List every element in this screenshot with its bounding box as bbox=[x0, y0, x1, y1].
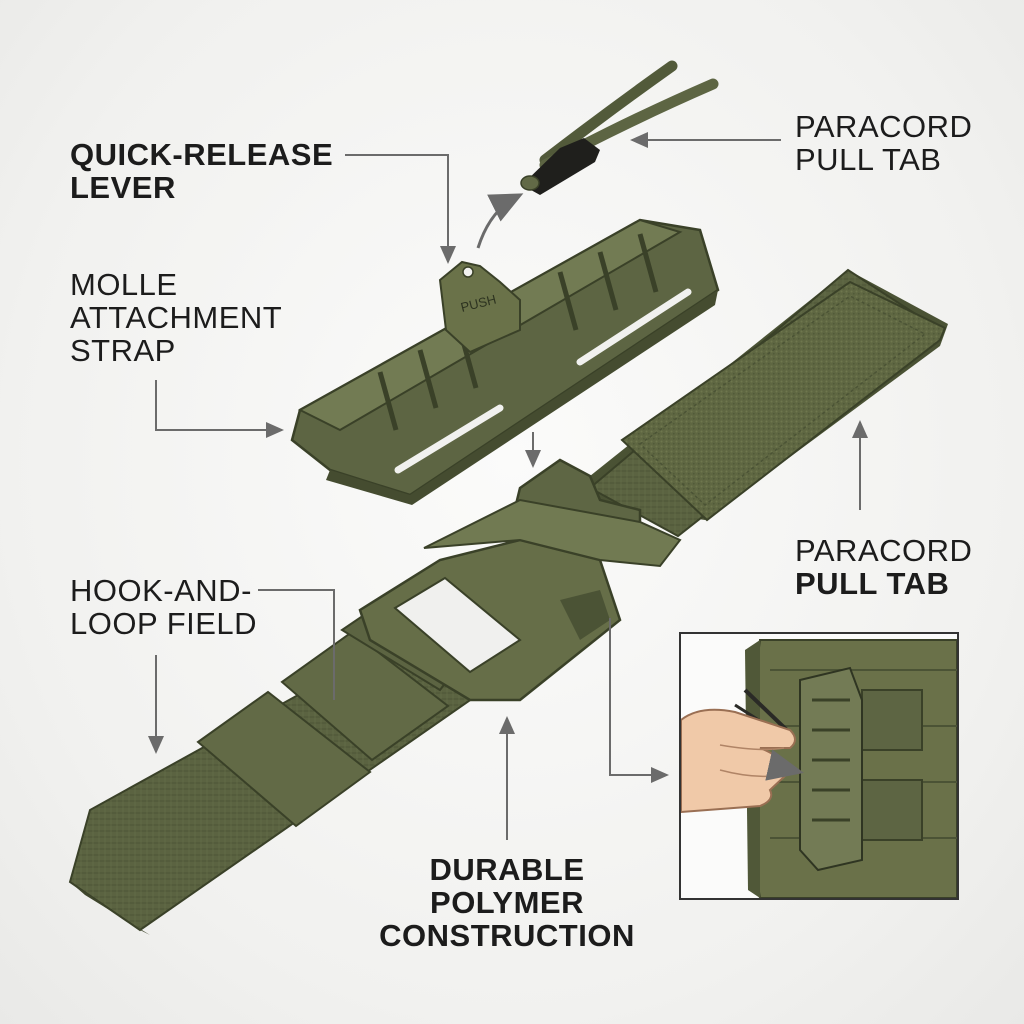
paracord-pull-tab bbox=[520, 60, 719, 195]
label-molle-attachment-strap: MOLLE ATTACHMENT STRAP bbox=[70, 268, 282, 367]
label-line: LOOP FIELD bbox=[70, 606, 258, 641]
label-line: MOLLE bbox=[70, 267, 178, 302]
label-line: LEVER bbox=[70, 170, 176, 205]
label-quick-release-lever: QUICK-RELEASE LEVER bbox=[70, 138, 333, 204]
inset-usage-illustration bbox=[679, 632, 959, 900]
label-line: PARACORD bbox=[795, 109, 973, 144]
label-line: STRAP bbox=[70, 333, 176, 368]
label-line: HOOK-AND- bbox=[70, 573, 252, 608]
label-paracord-pull-tab-top: PARACORD PULL TAB bbox=[795, 110, 972, 176]
label-line: PULL TAB bbox=[795, 566, 950, 601]
label-line: ATTACHMENT bbox=[70, 300, 283, 335]
label-line: PULL TAB bbox=[795, 142, 942, 177]
side-release-buckle bbox=[358, 458, 682, 702]
molle-clip: PUSH bbox=[290, 218, 720, 505]
label-durable-polymer-construction: DURABLE POLYMER CONSTRUCTION bbox=[377, 853, 637, 952]
hook-and-loop-pad bbox=[620, 280, 947, 522]
label-line: QUICK-RELEASE bbox=[70, 137, 334, 172]
label-line: PARACORD bbox=[795, 533, 973, 568]
label-line: POLYMER bbox=[430, 885, 584, 920]
label-line: DURABLE bbox=[429, 852, 585, 887]
leader-lines bbox=[148, 132, 868, 840]
label-line: CONSTRUCTION bbox=[379, 918, 635, 953]
label-paracord-pull-tab-mid: PARACORD PULL TAB bbox=[795, 534, 972, 600]
label-hook-and-loop-field: HOOK-AND- LOOP FIELD bbox=[70, 574, 257, 640]
